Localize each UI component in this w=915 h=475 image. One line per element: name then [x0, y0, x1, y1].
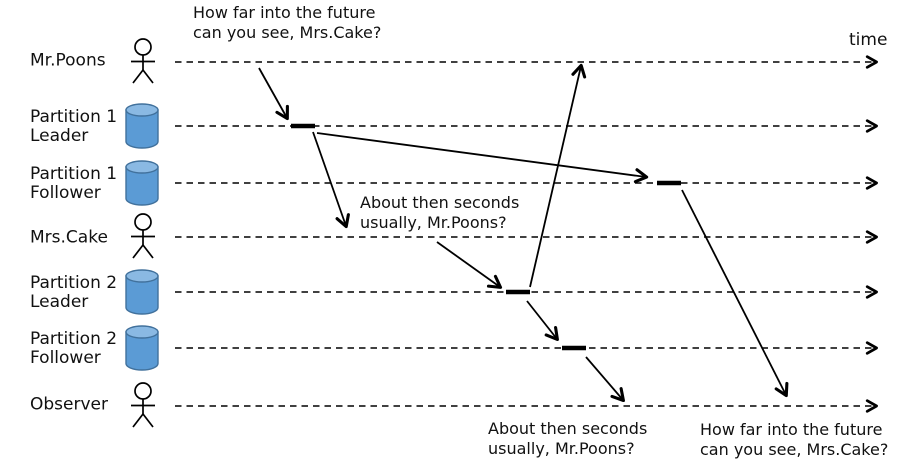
arrow-p1-leader-to-p1-follower: [316, 132, 649, 184]
arrow-poons-to-p1-leader: [258, 67, 289, 121]
database-icon: [125, 160, 159, 206]
time-axis-label: time: [849, 30, 888, 50]
arrow-p1-leader-to-mrs-cake: [312, 131, 350, 229]
annotation-question-top: How far into the future can you see, Mrs…: [193, 3, 382, 42]
actor-label-partition1-follower: Partition 1 Follower: [30, 164, 118, 203]
database-icon: [125, 269, 159, 315]
actor-label-partition2-leader: Partition 2 Leader: [30, 273, 118, 312]
actor-label-mrs-cake: Mrs.Cake: [30, 227, 108, 248]
arrow-mrs-cake-to-p2-leader: [436, 241, 503, 289]
database-icon: [125, 103, 159, 149]
person-icon: [130, 38, 156, 84]
actor-label-observer: Observer: [30, 394, 108, 415]
arrow-p2-follower-to-observer: [585, 356, 625, 403]
person-icon: [130, 213, 156, 259]
person-icon: [130, 382, 156, 428]
arrow-p1-follower-to-observer: [681, 189, 789, 398]
arrow-p2-leader-to-p2-follower: [526, 300, 559, 342]
annotation-question-bottom: How far into the future can you see, Mrs…: [700, 420, 889, 459]
annotation-answer-middle: About then seconds usually, Mr.Poons?: [360, 193, 520, 232]
actor-label-partition2-follower: Partition 2 Follower: [30, 329, 118, 368]
arrow-p2-leader-to-poons: [529, 63, 587, 288]
actor-label-partition1-leader: Partition 1 Leader: [30, 107, 118, 146]
annotation-answer-bottom: About then seconds usually, Mr.Poons?: [488, 419, 648, 458]
database-icon: [125, 325, 159, 371]
actor-label-mr-poons: Mr.Poons: [30, 50, 106, 71]
